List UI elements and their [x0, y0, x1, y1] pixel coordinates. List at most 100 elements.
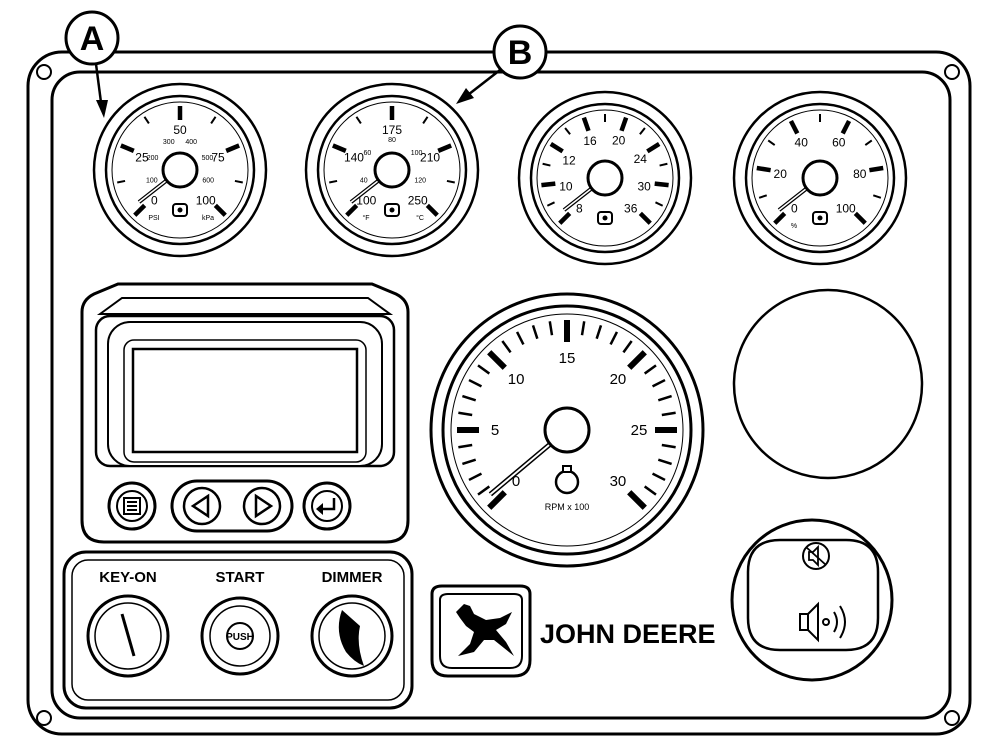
tach-tick [651, 378, 666, 388]
tach-tick-label: 5 [491, 422, 499, 439]
gauge-tick [210, 116, 217, 124]
gauge-tick-label: 60 [832, 136, 846, 150]
gauge-tick [659, 162, 668, 167]
enter-button[interactable] [302, 481, 352, 531]
gauge-tick-label: 0 [151, 194, 158, 208]
gauge-tick [329, 179, 338, 184]
blank-plug [732, 288, 924, 480]
tach-tick-label: 0 [512, 473, 520, 490]
tach-tick-label: 20 [610, 371, 627, 388]
gauge-tick [546, 201, 555, 207]
gauge-inner-label: 40 [360, 177, 368, 184]
gauge-inner-label: 100 [411, 150, 423, 157]
tach-unit: RPM x 100 [545, 502, 590, 512]
speaker-mute-icon [805, 544, 827, 568]
gauge-tick-label: 8 [576, 202, 583, 216]
gauge-hub [373, 151, 411, 189]
tach-tick [643, 364, 657, 375]
gauge-tick [639, 127, 646, 135]
tach-tick [580, 321, 586, 336]
switch-module: KEY-ON START DIMMER PUSH [62, 550, 414, 710]
gauge-tick [234, 179, 243, 184]
john-deere-logo: JOHN DEERE [430, 584, 716, 678]
gauge-tick-label: 140 [344, 151, 364, 165]
screw-icons [36, 64, 960, 726]
callout-a: A [64, 10, 120, 118]
gauge-tick [758, 194, 768, 199]
push-label: PUSH [226, 632, 254, 643]
gauge-tick [332, 143, 347, 153]
tach-hub [543, 406, 591, 454]
gauge-tick-label: 250 [408, 194, 428, 208]
gauge-tick-label: 0 [791, 202, 798, 216]
start-label: START [216, 569, 265, 586]
right-arrow-icon [254, 493, 274, 519]
alarm-mute-button[interactable] [802, 542, 830, 570]
callout-b: B [456, 24, 548, 104]
gauge-tick-label: 36 [624, 202, 638, 216]
gauge-unit: PSI [148, 215, 159, 222]
gauge-unit: °F [362, 214, 369, 222]
right-arrow-button[interactable] [242, 486, 282, 526]
voltage-gauge: 810 12 16 20 24 30 36 [517, 90, 693, 266]
menu-icon [123, 497, 141, 515]
lcd-screen [131, 347, 359, 454]
gauge-inner-label: 500 [202, 155, 214, 162]
menu-button[interactable] [107, 481, 157, 531]
dimmer-label: DIMMER [322, 569, 383, 586]
tach-tick [643, 485, 657, 496]
gauge-tick [840, 119, 852, 135]
enter-icon [320, 498, 336, 511]
gauge-unit: % [791, 223, 797, 230]
gauge-tick [541, 181, 556, 188]
start-button[interactable]: PUSH [200, 596, 280, 676]
dimmer-switch[interactable] [310, 594, 394, 678]
key-on-label: KEY-ON [99, 569, 157, 586]
tach-tick [501, 340, 512, 354]
gauge-hub [801, 159, 839, 197]
gauge-tick [345, 203, 359, 217]
left-arrow-button[interactable] [182, 486, 222, 526]
gauge-tick-label: 50 [173, 123, 187, 137]
gauge-tick [581, 116, 591, 132]
gauge-inner-label: 400 [185, 139, 197, 146]
gauge-tick [542, 162, 551, 167]
tach-tick [477, 364, 491, 375]
key-slot-icon [120, 613, 136, 657]
tach-tick [487, 350, 507, 370]
gauge-tick-label: 20 [612, 133, 626, 147]
gauge-tick [756, 165, 771, 173]
gauge-inner-label: 100 [146, 177, 158, 184]
gauge-inner-label: 600 [202, 177, 214, 184]
tach-tick [627, 350, 647, 370]
brand-name: JOHN DEERE [540, 619, 716, 649]
tach-tick [657, 458, 673, 466]
gauge-tick-label: 30 [637, 179, 651, 193]
gauge-tick-label: 24 [634, 152, 648, 166]
engine-icon [554, 465, 580, 495]
gauge-tick [869, 165, 884, 173]
gauge-tick [120, 143, 135, 153]
gauge-tick [773, 211, 787, 225]
gauge-tick-label: 16 [583, 134, 597, 148]
tach-tick [468, 378, 483, 388]
gauge-tick [872, 194, 882, 199]
tach-tick [477, 485, 491, 496]
gauge-tick [446, 179, 455, 184]
tach-tick [487, 490, 507, 510]
gauge-unit-secondary: °C [416, 214, 424, 222]
gauge-inner-label: 200 [147, 155, 159, 162]
gauge-tick-label: 20 [774, 167, 788, 181]
gauge-tick [655, 201, 664, 207]
gauge-tick-label: 12 [562, 153, 576, 167]
tach-tick [468, 472, 483, 482]
callout-b-label: B [508, 34, 533, 72]
gauge-tick-label: 10 [559, 179, 573, 193]
gauge-hub [161, 151, 199, 189]
tach-tick [548, 321, 554, 336]
key-on-switch[interactable] [86, 594, 170, 678]
gauge-tick-label: 175 [382, 123, 402, 137]
